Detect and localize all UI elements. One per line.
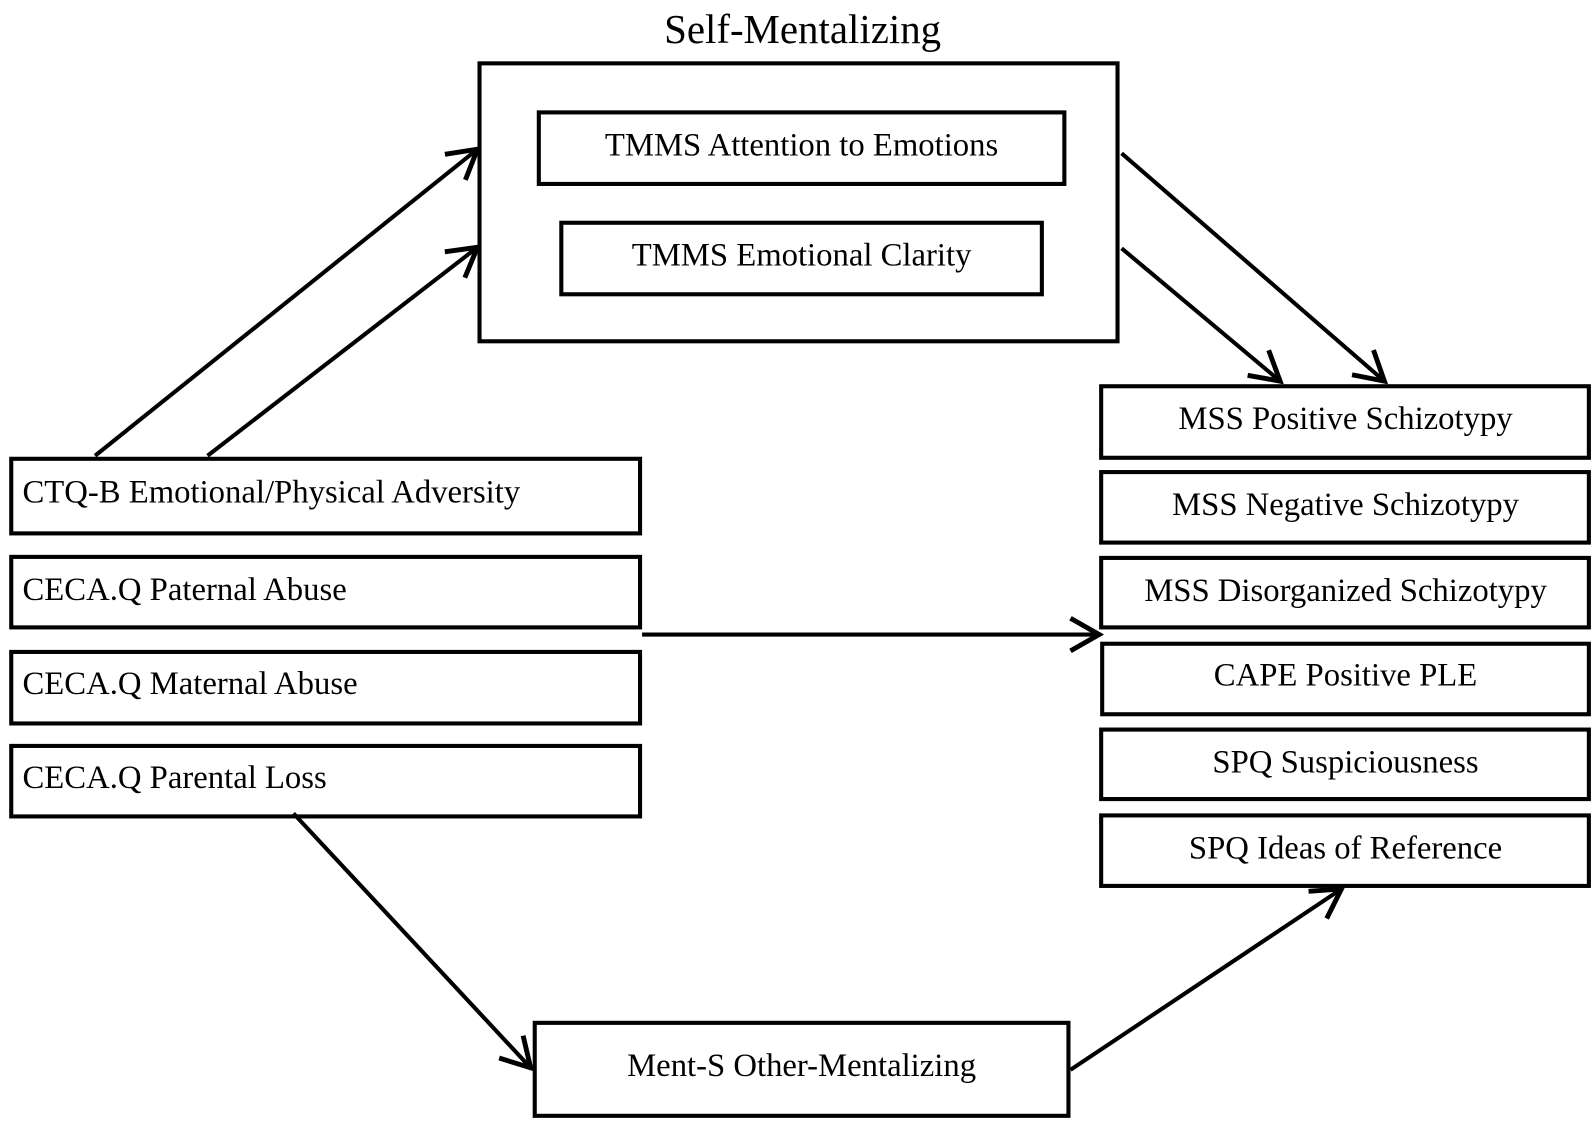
node-paternal-abuse: [9, 554, 643, 630]
node-parental-loss-label: CECA.Q Parental Loss: [22, 760, 326, 796]
self-mentalizing-group: TMMS Attention to Emotions TMMS Emotiona…: [477, 61, 1120, 344]
node-ment-s-label: Ment-S Other-Mentalizing: [627, 1048, 976, 1084]
node-spq-ideas-of-reference-label: SPQ Ideas of Reference: [1189, 830, 1502, 866]
node-tmms-attention-label: TMMS Attention to Emotions: [605, 127, 998, 163]
node-cape-positive: [1100, 641, 1591, 717]
node-spq-suspiciousness-label: SPQ Suspiciousness: [1212, 745, 1478, 781]
arrow-ctq-to-attention: [93, 146, 482, 458]
node-tmms-clarity: [559, 220, 1044, 297]
outcome-nodes: MSS Positive Schizotypy MSS Negative Sch…: [1099, 384, 1591, 888]
arrow-ctq-to-clarity: [206, 244, 482, 458]
node-ctq-b-label: CTQ-B Emotional/Physical Adversity: [22, 475, 520, 511]
node-tmms-attention: [536, 110, 1067, 186]
arrow-loss-to-ment-s: [291, 811, 535, 1072]
arrows: [93, 146, 1389, 1072]
node-maternal-abuse: [9, 649, 643, 726]
node-maternal-abuse-label: CECA.Q Maternal Abuse: [22, 666, 357, 702]
node-parental-loss: [9, 743, 643, 819]
diagram-title: Self-Mentalizing: [664, 7, 941, 52]
node-mss-disorganized-label: MSS Disorganized Schizotypy: [1144, 573, 1547, 609]
predictor-nodes: CTQ-B Emotional/Physical Adversity CECA.…: [9, 456, 643, 819]
node-mss-negative: [1099, 470, 1591, 545]
arrow-clarity-to-outcomes: [1120, 246, 1284, 385]
node-mss-negative-label: MSS Negative Schizotypy: [1172, 487, 1520, 523]
node-cape-positive-label: CAPE Positive PLE: [1214, 658, 1477, 694]
node-ment-s: [532, 1020, 1071, 1118]
node-mss-disorganized: [1099, 555, 1591, 630]
node-mss-positive-label: MSS Positive Schizotypy: [1178, 401, 1513, 437]
node-mss-positive: [1099, 384, 1591, 460]
node-spq-ideas-of-reference: [1099, 813, 1591, 888]
node-paternal-abuse-label: CECA.Q Paternal Abuse: [22, 572, 346, 608]
node-ctq-b: [9, 456, 643, 536]
node-spq-suspiciousness: [1099, 727, 1591, 802]
arrow-ment-s-to-outcomes: [1069, 886, 1346, 1072]
arrow-attention-to-outcomes: [1120, 151, 1389, 385]
node-tmms-clarity-label: TMMS Emotional Clarity: [632, 238, 972, 274]
